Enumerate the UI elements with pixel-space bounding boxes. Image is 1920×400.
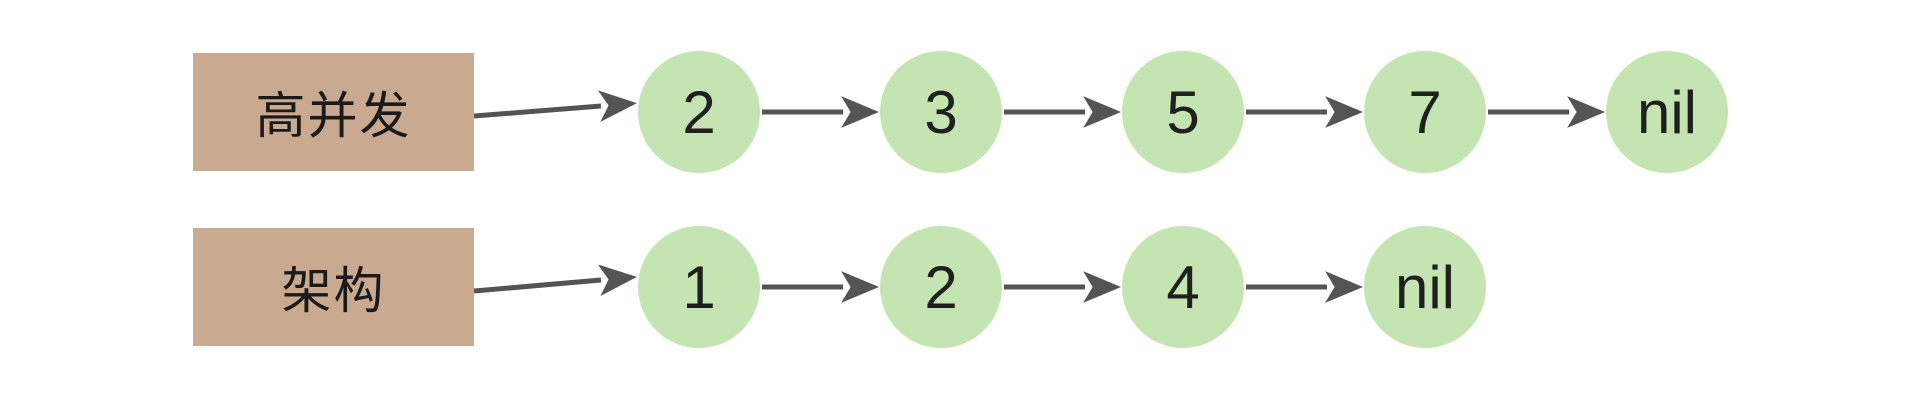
arrow-connector xyxy=(1004,96,1122,128)
list-label-box: 架构 xyxy=(193,228,474,346)
arrow-connector xyxy=(762,96,880,128)
node-circle: 3 xyxy=(880,51,1002,173)
linked-list-row-2: 架构 1 2 4 nil xyxy=(193,226,1486,348)
list-label: 架构 xyxy=(281,263,386,319)
list-label-box: 高并发 xyxy=(193,53,474,171)
node-circle: 2 xyxy=(638,51,760,173)
node-value: 2 xyxy=(924,253,958,321)
linked-list-row-1: 高并发 2 3 5 7 nil xyxy=(193,51,1728,173)
node-circle: 2 xyxy=(880,226,1002,348)
node-circle: 1 xyxy=(638,226,760,348)
node-value: nil xyxy=(1636,78,1698,146)
arrow-connector xyxy=(1246,96,1364,128)
node-value: 1 xyxy=(682,253,716,321)
arrow-connector xyxy=(1246,271,1364,303)
node-circle: 7 xyxy=(1364,51,1486,173)
arrow-connector xyxy=(1004,271,1122,303)
arrow-connector xyxy=(474,265,637,296)
node-value: 3 xyxy=(924,78,958,146)
node-value: 2 xyxy=(682,78,716,146)
node-value: 4 xyxy=(1166,253,1200,321)
arrow-connector xyxy=(474,90,637,122)
node-circle: 4 xyxy=(1122,226,1244,348)
node-value: 7 xyxy=(1408,78,1442,146)
node-circle-nil: nil xyxy=(1364,226,1486,348)
node-circle: 5 xyxy=(1122,51,1244,173)
node-value: 5 xyxy=(1166,78,1200,146)
arrow-connector xyxy=(1488,96,1606,128)
node-circle-nil: nil xyxy=(1606,51,1728,173)
arrow-connector xyxy=(762,271,880,303)
node-value: nil xyxy=(1394,253,1456,321)
list-label: 高并发 xyxy=(255,88,412,144)
